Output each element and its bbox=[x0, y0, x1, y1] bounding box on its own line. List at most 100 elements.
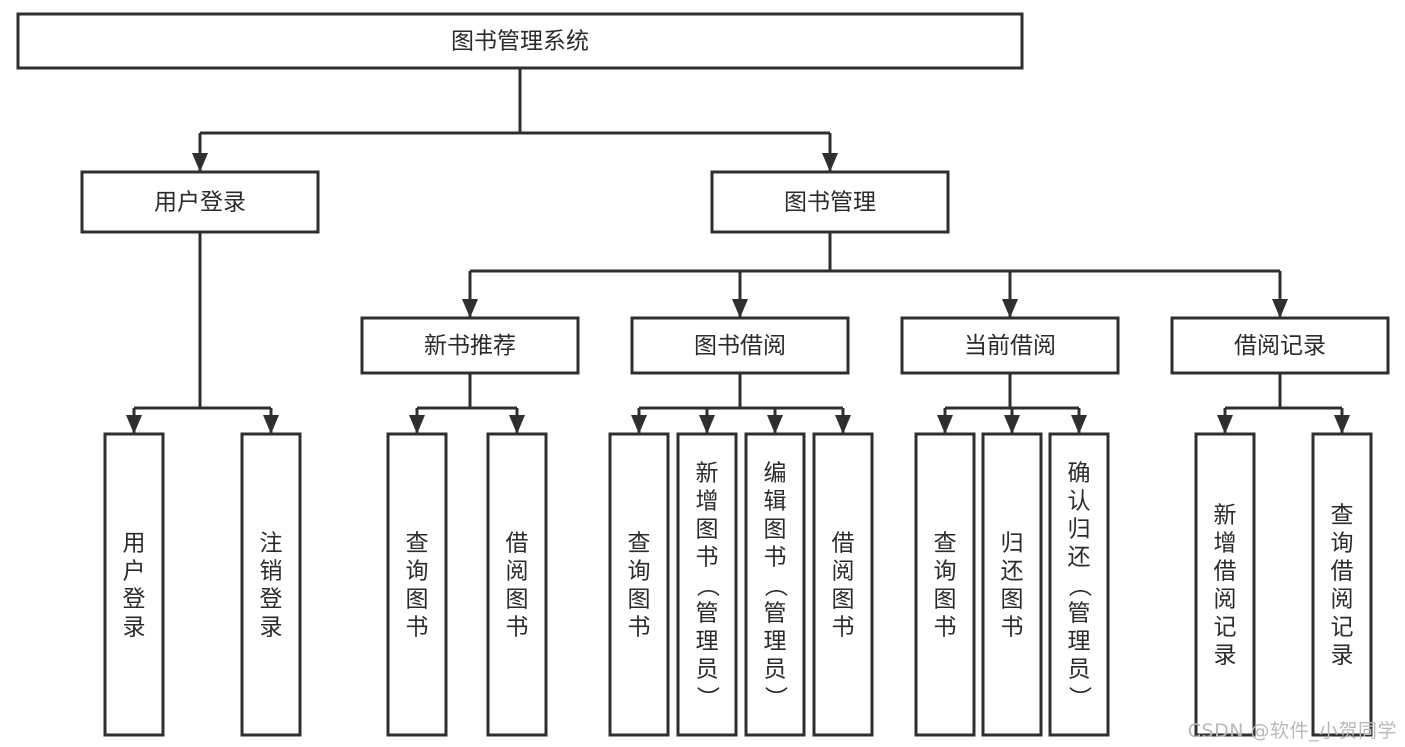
node-label-char: （ bbox=[1066, 574, 1092, 597]
node-label-char: 记 bbox=[1214, 615, 1237, 641]
node-level3-2[interactable]: 图书借阅 bbox=[630, 316, 850, 375]
node-label: 借阅记录 bbox=[1234, 333, 1326, 359]
node-label-char: 借 bbox=[832, 531, 855, 557]
arrow-head-icon bbox=[1272, 299, 1288, 318]
node-label-char: 用 bbox=[123, 531, 146, 557]
node-label-char: 辑 bbox=[764, 489, 787, 515]
node-level3-4[interactable]: 借阅记录 bbox=[1170, 316, 1390, 375]
node-label-char: 阅 bbox=[1331, 587, 1354, 613]
arrow-head-icon bbox=[822, 153, 838, 172]
node-label-char: （ bbox=[762, 574, 788, 597]
node-label-char: 增 bbox=[1214, 531, 1237, 557]
node-label-char: 新 bbox=[696, 461, 719, 487]
node-label-char: 书 bbox=[696, 545, 719, 571]
node-label-char: 查 bbox=[1331, 503, 1354, 529]
node-label-char: 询 bbox=[1331, 531, 1354, 557]
node-label-char: 借 bbox=[506, 531, 529, 557]
arrow-head-icon bbox=[1004, 415, 1020, 434]
node-label-char: 图 bbox=[1001, 587, 1024, 613]
node-label-char: 录 bbox=[1331, 643, 1354, 669]
node-label-char: 书 bbox=[934, 615, 957, 641]
node-label-char: 登 bbox=[260, 587, 283, 613]
node-label-char: 书 bbox=[406, 615, 429, 641]
node-label-char: 借 bbox=[1331, 559, 1354, 585]
connector-group bbox=[126, 232, 279, 434]
node-label-char: 查 bbox=[628, 531, 651, 557]
node-label-char: 图 bbox=[764, 517, 787, 543]
arrow-head-icon bbox=[409, 415, 425, 434]
node-label-char: 增 bbox=[696, 489, 719, 515]
node-label-char: 图 bbox=[696, 517, 719, 543]
arrow-head-icon bbox=[126, 415, 142, 434]
arrow-head-icon bbox=[1334, 415, 1350, 434]
node-label-char: 归 bbox=[1068, 517, 1091, 543]
node-label-char: 阅 bbox=[832, 559, 855, 585]
arrow-head-icon bbox=[732, 299, 748, 318]
node-level3-1[interactable]: 新书推荐 bbox=[360, 316, 580, 375]
node-label-char: 销 bbox=[260, 559, 283, 585]
node-label-char: 管 bbox=[1068, 601, 1091, 627]
node-label-char: ） bbox=[694, 686, 720, 709]
connector-group bbox=[462, 232, 1288, 318]
arrow-head-icon bbox=[767, 415, 783, 434]
node-label-char: 图 bbox=[406, 587, 429, 613]
arrow-head-icon bbox=[835, 415, 851, 434]
connector-group bbox=[631, 373, 851, 434]
node-label-char: 还 bbox=[1068, 545, 1091, 571]
node-level3-3[interactable]: 当前借阅 bbox=[900, 316, 1120, 375]
node-label-char: 记 bbox=[1331, 615, 1354, 641]
node-label-char: 书 bbox=[628, 615, 651, 641]
node-label-char: ） bbox=[1066, 686, 1092, 709]
node-label-char: 书 bbox=[1001, 615, 1024, 641]
node-label-char: 员 bbox=[764, 657, 787, 683]
node-label: 新书推荐 bbox=[424, 333, 516, 359]
arrow-head-icon bbox=[1002, 299, 1018, 318]
node-label-char: 询 bbox=[934, 559, 957, 585]
node-label-char: 图 bbox=[832, 587, 855, 613]
node-label-char: 录 bbox=[260, 615, 283, 641]
node-label-char: 管 bbox=[764, 601, 787, 627]
arrow-head-icon bbox=[699, 415, 715, 434]
node-label-char: 询 bbox=[628, 559, 651, 585]
node-label-char: 图 bbox=[628, 587, 651, 613]
node-label-char: 理 bbox=[1068, 629, 1091, 655]
arrow-head-icon bbox=[263, 415, 279, 434]
node-label-char: 书 bbox=[764, 545, 787, 571]
node-label-char: 查 bbox=[934, 531, 957, 557]
node-label-char: 注 bbox=[260, 531, 283, 557]
node-label-char: ） bbox=[762, 686, 788, 709]
node-label-char: 管 bbox=[696, 601, 719, 627]
node-label: 用户登录 bbox=[154, 190, 246, 216]
node-label-char: 归 bbox=[1001, 531, 1024, 557]
node-label-char: （ bbox=[694, 574, 720, 597]
arrow-head-icon bbox=[631, 415, 647, 434]
node-label: 当前借阅 bbox=[964, 333, 1056, 359]
node-leaf-1[interactable]: 用户登录 bbox=[103, 432, 165, 737]
arrow-head-icon bbox=[1071, 415, 1087, 434]
node-label-char: 理 bbox=[764, 629, 787, 655]
connector-group bbox=[192, 68, 838, 172]
node-label-char: 借 bbox=[1214, 559, 1237, 585]
node-level2-2[interactable]: 图书管理 bbox=[710, 170, 950, 234]
node-label: 图书借阅 bbox=[694, 333, 786, 359]
arrow-head-icon bbox=[192, 153, 208, 172]
node-label-char: 查 bbox=[406, 531, 429, 557]
node-label-char: 书 bbox=[832, 615, 855, 641]
arrow-head-icon bbox=[462, 299, 478, 318]
node-label-char: 新 bbox=[1214, 503, 1237, 529]
node-layer: 图书管理系统用户登录图书管理新书推荐图书借阅当前借阅借阅记录用户登录注销登录查询… bbox=[16, 12, 1390, 737]
node-level2-1[interactable]: 用户登录 bbox=[80, 170, 320, 234]
node-root-system[interactable]: 图书管理系统 bbox=[16, 12, 1024, 70]
